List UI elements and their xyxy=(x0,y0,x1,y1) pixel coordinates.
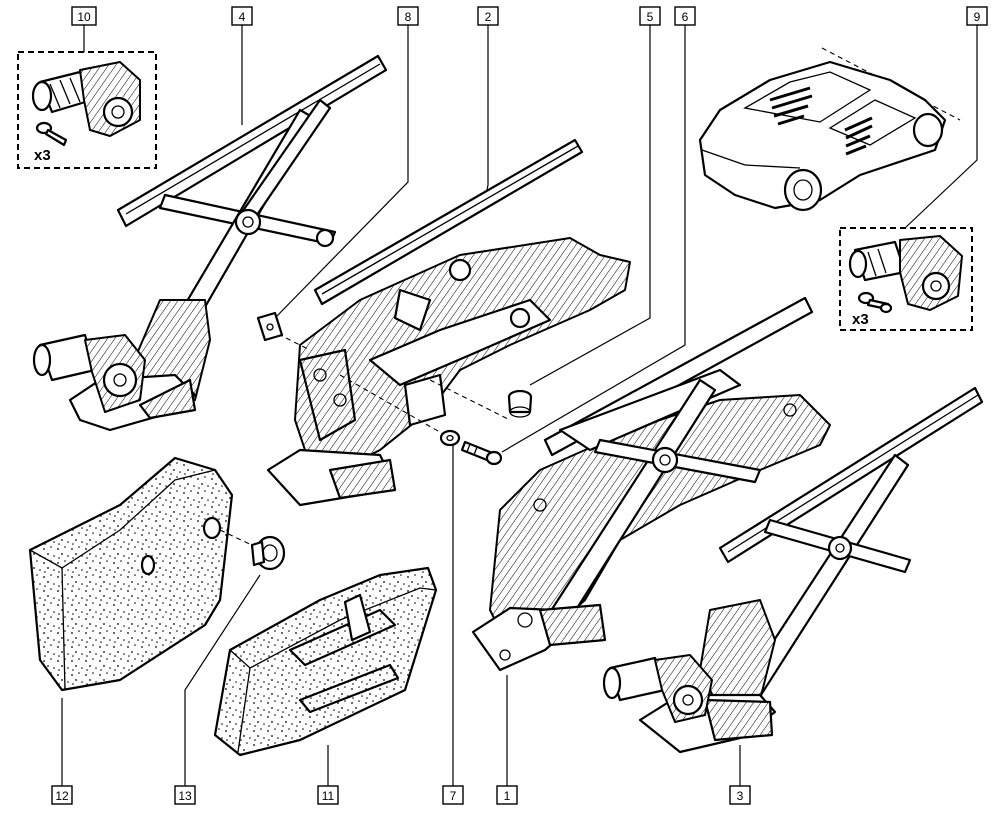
window-regulator-2 xyxy=(266,138,631,507)
callout-9: 9 xyxy=(904,6,988,229)
window-regulator-1 xyxy=(471,296,831,672)
screw-icon xyxy=(857,291,893,314)
callout-5: 5 xyxy=(529,6,661,386)
washer-7 xyxy=(439,429,461,447)
window-regulator-3 xyxy=(602,386,984,754)
callout-1: 1 xyxy=(496,675,518,805)
callout-10-label: 10 xyxy=(77,10,91,24)
callout-1-label: 1 xyxy=(504,789,511,803)
foam-panel-12 xyxy=(28,456,259,692)
motor-kit-9: x3 xyxy=(839,227,973,331)
callout-4-label: 4 xyxy=(239,10,246,24)
callout-7: 7 xyxy=(442,445,464,805)
bolt-6 xyxy=(460,440,503,466)
motor-icon xyxy=(32,333,146,413)
motor-icon xyxy=(602,654,713,723)
callout-11: 11 xyxy=(317,745,339,805)
callout-2: 2 xyxy=(477,6,499,201)
callout-12: 12 xyxy=(51,698,73,805)
motor-kit-10: x3 xyxy=(17,51,157,169)
foam-panel-11 xyxy=(213,566,438,757)
quantity-label-kit10: x3 xyxy=(34,147,51,164)
callout-3-label: 3 xyxy=(737,789,744,803)
callout-2-label: 2 xyxy=(485,10,492,24)
callout-6-label: 6 xyxy=(682,10,689,24)
callout-5-label: 5 xyxy=(647,10,654,24)
callout-13: 13 xyxy=(174,574,261,805)
callout-3: 3 xyxy=(729,745,751,805)
plug-13 xyxy=(250,535,286,571)
nut-5 xyxy=(507,389,533,418)
car-location-sketch xyxy=(698,47,961,212)
callout-8-label: 8 xyxy=(405,10,412,24)
callout-6: 6 xyxy=(501,6,696,453)
callout-12-label: 12 xyxy=(55,789,69,803)
regulator-position-mark-front xyxy=(769,86,813,126)
clip-8 xyxy=(256,311,284,342)
regulator-position-mark-rear xyxy=(844,116,873,156)
callout-11-label: 11 xyxy=(322,789,335,803)
screw-icon xyxy=(35,121,68,147)
callout-7-label: 7 xyxy=(450,789,457,803)
window-regulator-4 xyxy=(32,54,388,432)
callout-10: 10 xyxy=(71,6,97,52)
callout-13-label: 13 xyxy=(178,789,192,803)
quantity-label-kit9: x3 xyxy=(852,311,869,328)
callout-4: 4 xyxy=(231,6,253,125)
callout-8: 8 xyxy=(274,6,419,319)
callout-9-label: 9 xyxy=(974,10,981,24)
